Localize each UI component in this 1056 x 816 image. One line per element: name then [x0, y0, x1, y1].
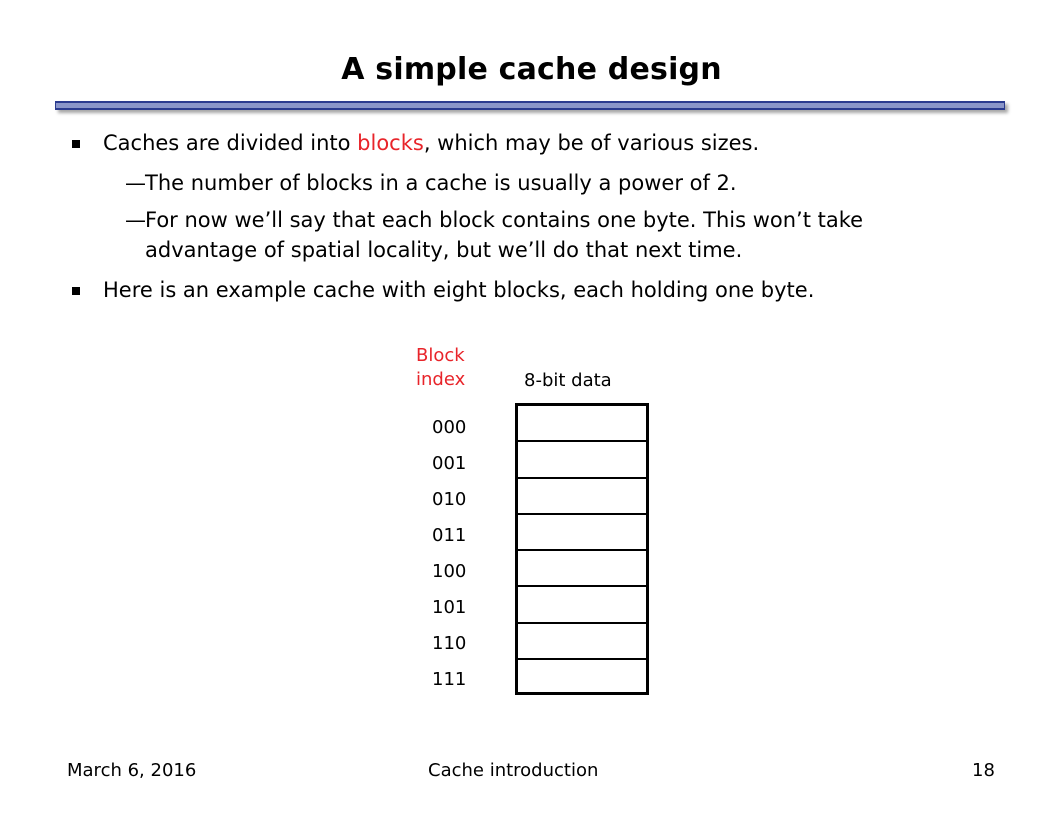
cache-blocks-table [515, 403, 649, 695]
highlighted-term-blocks: blocks [357, 131, 424, 155]
block-index-111: 111 [432, 669, 467, 690]
slide-title: A simple cache design [341, 52, 722, 87]
cache-block-cell [518, 515, 646, 551]
data-column-header: 8-bit data [524, 370, 612, 391]
block-index-header: Block index [416, 344, 465, 392]
block-index-010: 010 [432, 489, 467, 510]
footer-date: March 6, 2016 [67, 760, 197, 781]
cache-block-cell [518, 406, 646, 443]
footer-page-number: 18 [972, 760, 995, 781]
square-bullet-icon [72, 287, 80, 295]
block-index-100: 100 [432, 561, 467, 582]
bullet-text-part: , which may be of various sizes. [423, 131, 760, 155]
title-underline [55, 101, 1005, 110]
cache-block-cell [518, 442, 646, 479]
bullet-blocks: Caches are divided into blocks, which ma… [103, 126, 759, 161]
block-index-101: 101 [432, 597, 467, 618]
cache-block-cell [518, 479, 646, 515]
cache-block-cell [518, 660, 646, 696]
block-index-011: 011 [432, 525, 467, 546]
bullet-text-part: Caches are divided into [103, 131, 358, 155]
block-index-000: 000 [432, 417, 467, 438]
subbullet-one-byte-line2: advantage of spatial locality, but we’ll… [145, 238, 743, 262]
cache-block-cell [518, 624, 646, 660]
dash-bullet-icon: — [125, 208, 146, 232]
subbullet-one-byte-line1: For now we’ll say that each block contai… [145, 208, 864, 232]
cache-block-cell [518, 587, 646, 624]
cache-block-cell [518, 551, 646, 588]
block-index-header-line2: index [416, 369, 466, 390]
square-bullet-icon [72, 140, 80, 148]
block-index-001: 001 [432, 453, 467, 474]
bullet-example-cache: Here is an example cache with eight bloc… [103, 278, 815, 302]
dash-bullet-icon: — [125, 171, 146, 195]
footer-topic: Cache introduction [428, 760, 599, 781]
block-index-110: 110 [432, 633, 467, 654]
subbullet-power-of-two: The number of blocks in a cache is usual… [145, 171, 737, 195]
block-index-header-line1: Block [416, 345, 465, 366]
